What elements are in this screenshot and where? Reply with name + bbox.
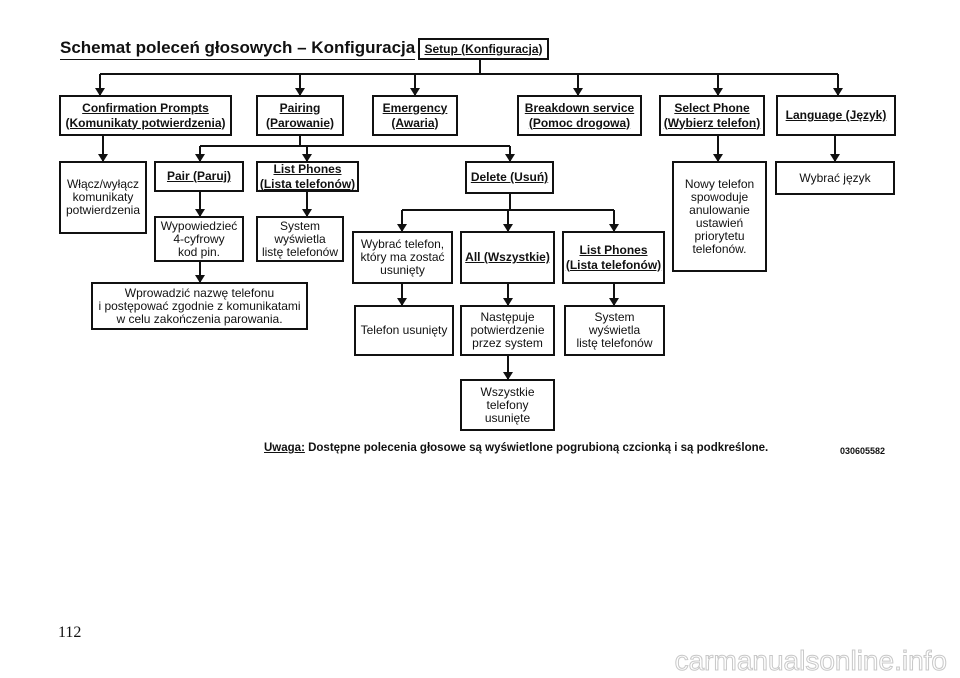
node-all-deleted: Wszystkie telefony usunięte: [460, 379, 555, 431]
node-new-phone-line-2: spowoduje: [690, 189, 749, 204]
node-list-phones: List Phones (Lista telefonów): [256, 161, 359, 192]
footnote-text: Dostępne polecenia głosowe są wyświetlon…: [304, 442, 769, 454]
node-pair: Pair (Paruj): [154, 161, 244, 192]
node-choose-language: Wybrać język: [775, 161, 895, 195]
node-choose-phone: Wybrać telefon, który ma zostać usunięty: [352, 231, 453, 284]
node-choose-language-line-1: Wybrać język: [799, 170, 871, 185]
node-system-confirm-line-2: potwierdzenie: [470, 323, 545, 337]
node-setup-line-1: Setup (Konfiguracja): [424, 41, 543, 56]
node-breakdown-line-2: (Pomoc drogowa): [528, 115, 631, 130]
page-number: 112: [58, 624, 82, 641]
node-delete: Delete (Usuń): [465, 161, 554, 194]
node-new-phone-line-5: priorytetu: [694, 228, 745, 243]
node-new-phone: Nowy telefon spowoduje anulowanie ustawi…: [672, 161, 767, 272]
node-emergency: Emergency (Awaria): [372, 95, 458, 136]
node-pairing-line-1: Pairing: [279, 100, 321, 115]
node-new-phone-line-3: anulowanie: [689, 202, 750, 217]
node-system-lists-1-line-3: listę telefonów: [261, 244, 339, 259]
node-pairing: Pairing (Parowanie): [256, 95, 344, 136]
node-pairing-line-2: (Parowanie): [265, 115, 334, 130]
node-all-deleted-line-1: Wszystkie: [480, 384, 535, 399]
node-all-line-1: All (Wszystkie): [465, 250, 550, 264]
node-list-phones-2: List Phones (Lista telefonów): [562, 231, 665, 284]
node-system-confirm-line-1: Następuje: [480, 310, 535, 324]
node-onoff-line-3: potwierdzenia: [65, 203, 141, 217]
node-breakdown-line-1: Breakdown service: [524, 100, 635, 115]
node-system-confirm: Następuje potwierdzenie przez system: [460, 305, 555, 356]
node-system-lists-2-line-2: wyświetla: [588, 323, 641, 337]
node-system-lists-2-line-3: listę telefonów: [576, 336, 653, 350]
node-say-pin-line-1: Wypowiedzieć: [160, 218, 238, 233]
node-list-phones-2-line-2: (Lista telefonów): [565, 257, 662, 272]
node-phone-deleted-line-1: Telefon usunięty: [360, 323, 448, 337]
page-title: Schemat poleceń głosowych – Konfiguracja: [60, 38, 416, 60]
node-onoff-line-2: komunikaty: [72, 190, 134, 204]
node-new-phone-line-4: ustawień: [695, 215, 744, 230]
node-delete-line-1: Delete (Usuń): [470, 170, 549, 184]
node-confirmation-line-2: (Komunikaty potwierdzenia): [65, 115, 226, 130]
node-all: All (Wszystkie): [460, 231, 555, 284]
node-system-lists-2: System wyświetla listę telefonów: [564, 305, 665, 356]
node-emergency-line-1: Emergency: [382, 100, 448, 115]
node-language-line-1: Language (Język): [785, 108, 887, 122]
node-choose-phone-line-1: Wybrać telefon,: [360, 237, 445, 251]
node-onoff-line-1: Włącz/wyłącz: [66, 177, 139, 191]
footnote-label: Uwaga:: [264, 442, 305, 454]
node-confirmation-line-1: Confirmation Prompts: [82, 100, 209, 115]
node-say-pin: Wypowiedzieć 4-cyfrowy kod pin.: [154, 216, 244, 262]
node-language: Language (Język): [776, 95, 896, 136]
node-say-pin-line-2: 4-cyfrowy: [173, 231, 225, 246]
node-onoff-prompts: Włącz/wyłącz komunikaty potwierdzenia: [59, 161, 147, 234]
node-system-lists-1: System wyświetla listę telefonów: [256, 216, 344, 262]
node-choose-phone-line-2: który ma zostać: [360, 250, 445, 264]
node-enter-name-line-1: Wprowadzić nazwę telefonu: [124, 285, 275, 300]
node-enter-name-line-3: w celu zakończenia parowania.: [116, 311, 283, 326]
node-system-lists-1-line-1: System: [279, 218, 320, 233]
node-pair-line-1: Pair (Paruj): [166, 169, 232, 183]
node-all-deleted-line-3: usunięte: [484, 410, 531, 425]
node-list-phones-2-line-1: List Phones: [579, 242, 648, 257]
node-enter-name: Wprowadzić nazwę telefonu i postępować z…: [91, 282, 308, 330]
node-choose-phone-line-3: usunięty: [380, 263, 425, 277]
node-select-phone: Select Phone (Wybierz telefon): [659, 95, 765, 136]
node-emergency-line-2: (Awaria): [391, 115, 439, 130]
node-new-phone-line-6: telefonów.: [692, 241, 747, 256]
node-system-lists-1-line-2: wyświetla: [274, 231, 326, 246]
node-list-phones-line-2: (Lista telefonów): [259, 176, 356, 191]
node-confirmation-prompts: Confirmation Prompts (Komunikaty potwier…: [59, 95, 232, 136]
node-phone-deleted: Telefon usunięty: [354, 305, 454, 356]
node-select-phone-line-2: (Wybierz telefon): [663, 115, 761, 130]
node-select-phone-line-1: Select Phone: [674, 100, 750, 115]
figure-code: 030605582: [840, 446, 886, 456]
node-system-lists-2-line-1: System: [594, 310, 635, 324]
node-all-deleted-line-2: telefony: [486, 397, 529, 412]
node-say-pin-line-3: kod pin.: [177, 244, 221, 259]
node-list-phones-line-1: List Phones: [273, 161, 342, 176]
node-new-phone-line-1: Nowy telefon: [684, 176, 755, 191]
node-breakdown-service: Breakdown service (Pomoc drogowa): [517, 95, 642, 136]
footnote: Uwaga: Dostępne polecenia głosowe są wyś…: [264, 442, 768, 454]
node-system-confirm-line-3: przez system: [472, 336, 543, 350]
node-enter-name-line-2: i postępować zgodnie z komunikatami: [98, 298, 301, 313]
node-setup: Setup (Konfiguracja): [418, 38, 549, 60]
